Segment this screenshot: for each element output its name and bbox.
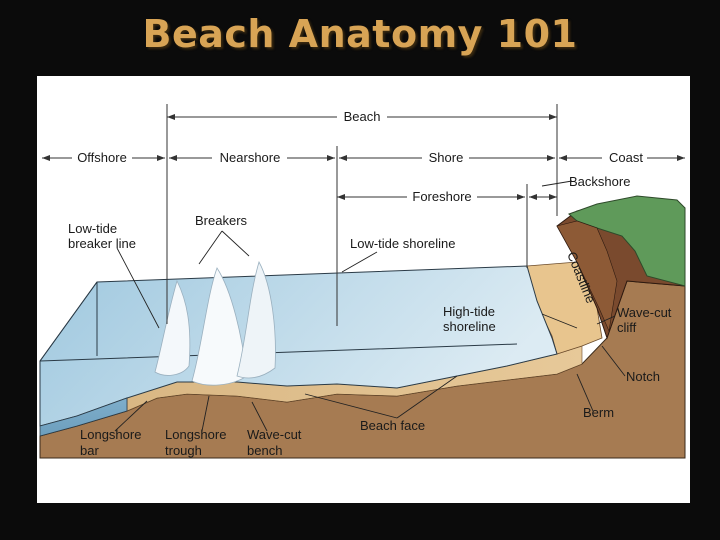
breaker-wave-3 (236, 260, 276, 379)
arrowheads (42, 114, 685, 200)
label-coast: Coast (609, 150, 643, 165)
label-low-tide-breaker-line-1: Low-tide (68, 221, 117, 236)
label-offshore: Offshore (77, 150, 127, 165)
label-beach: Beach (344, 109, 381, 124)
label-beach-face: Beach face (360, 418, 425, 433)
label-low-tide-shoreline: Low-tide shoreline (350, 236, 456, 251)
cliff-face-shading (556, 220, 618, 333)
label-high-tide-shoreline-1: High-tide (443, 304, 495, 319)
label-berm: Berm (583, 405, 614, 420)
label-notch: Notch (626, 369, 660, 384)
label-wave-cut-bench-2: bench (247, 443, 282, 458)
breaker-wave-2 (191, 267, 248, 386)
label-longshore-bar-1: Longshore (80, 427, 141, 442)
label-backshore: Backshore (569, 174, 630, 189)
leader-lines (114, 180, 626, 432)
label-longshore-bar-2: bar (80, 443, 99, 458)
water-front-face (39, 361, 128, 437)
beach-diagram: Beach Offshore Nearshore Shore Coast For… (37, 76, 690, 503)
label-high-tide-shoreline-2: shoreline (443, 319, 496, 334)
label-longshore-trough-1: Longshore (165, 427, 226, 442)
label-wave-cut-cliff-2: cliff (617, 320, 637, 335)
label-breakers: Breakers (195, 213, 248, 228)
label-foreshore: Foreshore (412, 189, 471, 204)
breaker-wave-1 (154, 279, 191, 376)
label-wave-cut-bench-1: Wave-cut (247, 427, 302, 442)
water-box-outline (39, 281, 518, 362)
label-low-tide-breaker-line-2: breaker line (68, 236, 136, 251)
label-nearshore: Nearshore (220, 150, 281, 165)
slide-title: Beach Anatomy 101 (142, 12, 578, 56)
label-shore: Shore (429, 150, 464, 165)
label-wave-cut-cliff-1: Wave-cut (617, 305, 672, 320)
diagram-svg: Beach Offshore Nearshore Shore Coast For… (39, 104, 686, 459)
label-longshore-trough-2: trough (165, 443, 202, 458)
